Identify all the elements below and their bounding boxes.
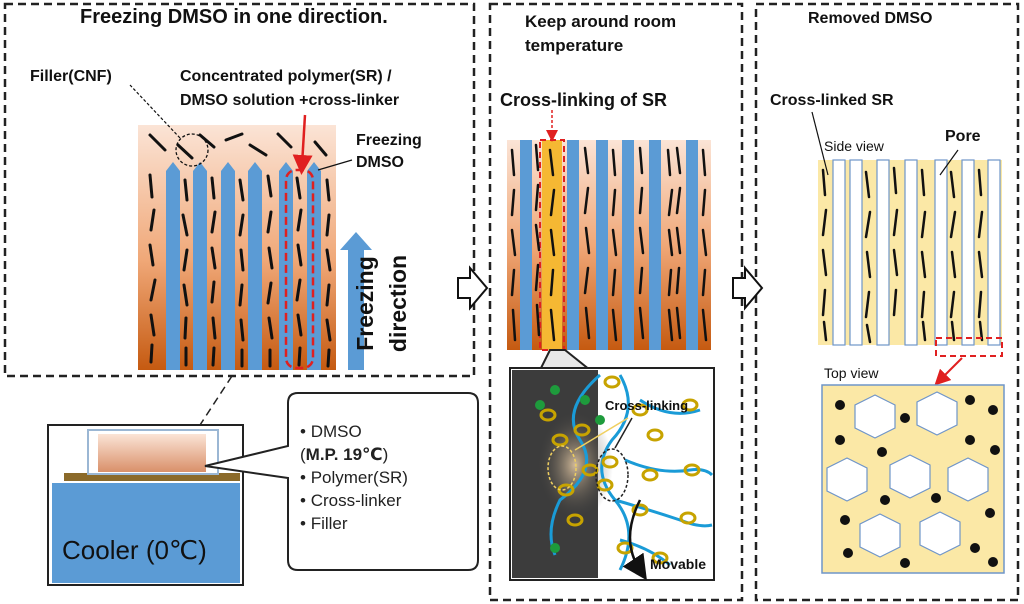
arrow-1-2 bbox=[457, 265, 489, 311]
movable-arrow-left bbox=[622, 499, 647, 581]
pore-leader bbox=[939, 149, 959, 176]
panel3-frame bbox=[754, 2, 1020, 602]
crosslinking-of-sr: Cross-linking of SR bbox=[500, 90, 668, 110]
panel1-frame bbox=[3, 2, 476, 378]
crosslinked-sr-label: Cross-linked SR bbox=[770, 92, 894, 109]
speech-bubble bbox=[204, 392, 479, 571]
cooler-plate bbox=[64, 473, 240, 481]
cnf-leader bbox=[129, 84, 181, 139]
ingredient-item: • DMSO bbox=[300, 422, 362, 441]
cooler-body bbox=[52, 483, 240, 583]
top-view-label: Top view bbox=[824, 365, 879, 381]
solution-label-2: DMSO solution +cross-linker bbox=[180, 92, 400, 109]
ingredient-item: • Cross-linker bbox=[300, 491, 402, 510]
ingredient-item: • Polymer(SR) bbox=[300, 468, 408, 487]
freezing-dmso-label-2: DMSO bbox=[356, 154, 404, 171]
topview-arrow bbox=[934, 357, 963, 386]
crosslink-circle-right bbox=[595, 448, 629, 502]
ingredient-item: • Filler bbox=[300, 514, 348, 533]
ingredient-list: • DMSO (M.P. 19℃) • Polymer(SR) • Cross-… bbox=[300, 420, 408, 535]
panel2-columns bbox=[520, 140, 698, 350]
movable-label: Movable bbox=[650, 556, 707, 572]
filler-dots bbox=[835, 395, 1000, 568]
crosslinked-leader bbox=[811, 111, 829, 176]
arrow-2-3 bbox=[732, 265, 764, 311]
panel2-frame bbox=[488, 2, 744, 602]
polymer-chains bbox=[549, 373, 714, 571]
solution-arrow bbox=[292, 114, 313, 175]
panel2-title-1: Keep around room bbox=[525, 12, 677, 31]
cooler-label: Cooler (0℃) bbox=[62, 535, 207, 565]
ingredient-mp: (M.P. 19℃) bbox=[300, 445, 389, 464]
freezing-direction-arrow bbox=[340, 232, 372, 370]
crosslink-leader-1 bbox=[574, 417, 629, 451]
freezing-direction-label-1: Freezing bbox=[351, 256, 378, 351]
zoom-line bbox=[199, 375, 233, 426]
panel2-fillers bbox=[510, 143, 708, 342]
cnf-circle bbox=[175, 133, 209, 167]
freezing-direction-label-2: direction bbox=[385, 254, 412, 353]
crosslinking-label: Cross-linking bbox=[605, 398, 689, 413]
mold-sample bbox=[98, 434, 206, 472]
crosslink-leader-2 bbox=[614, 417, 633, 449]
topview-highlight bbox=[935, 337, 1003, 357]
panel3-title: Removed DMSO bbox=[808, 10, 933, 27]
freezing-dmso-label-1: Freezing bbox=[356, 132, 422, 149]
panel3-fillers bbox=[821, 166, 984, 344]
panel1-title: Freezing DMSO in one direction. bbox=[80, 6, 388, 28]
pore-columns bbox=[832, 159, 1001, 346]
freezing-dmso-leader bbox=[317, 159, 353, 171]
solution-label-1: Concentrated polymer(SR) / bbox=[180, 68, 392, 85]
filler-label: Filler(CNF) bbox=[30, 68, 112, 85]
side-view-label: Side view bbox=[824, 138, 884, 154]
hexagon-pores bbox=[826, 391, 989, 558]
green-nodes bbox=[535, 385, 605, 553]
rings bbox=[539, 375, 701, 565]
pore-label: Pore bbox=[945, 128, 981, 145]
panel2-title-2: temperature bbox=[525, 36, 624, 55]
crosslink-circle-left bbox=[547, 445, 577, 491]
